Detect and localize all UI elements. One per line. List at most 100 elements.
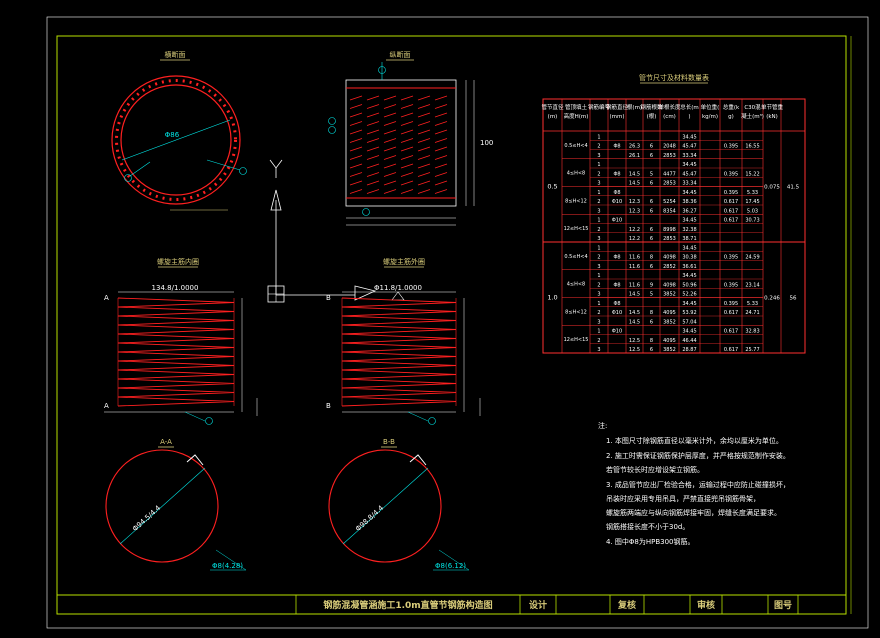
long-hatch-stroke [434,95,448,101]
section-b-title: B-B [383,438,395,446]
table-cell: 2852 [663,264,676,270]
long-hatch-stroke [417,121,431,126]
table-cell: 16.55 [745,144,759,150]
long-hatch-stroke [400,155,414,160]
note-line-6: 钢筋搭接长度不小于30d。 [606,522,689,531]
table-cell: 12.2 [629,236,640,242]
long-hatch-stroke [349,121,363,126]
long-hatch-stroke [383,129,397,135]
long-hatch-stroke [383,146,397,152]
spiral-line [341,297,457,407]
table-header-cell: 单位重( [701,103,720,111]
table-cell: Φ10 [612,199,622,205]
table-height-cell: 4≤H<8 [567,171,586,177]
table-cell: 38.71 [682,236,696,242]
table-dia-cell: 0.5 [547,183,557,191]
table-cell: 2048 [663,144,676,150]
long-hatch-stroke [366,155,380,160]
long-hatch-stroke [383,155,397,160]
table-header-cell: 钢筋根数 [640,103,663,111]
table-cell: 6 [650,208,653,214]
long-hatch-stroke [349,163,363,169]
long-hatch-stroke [400,172,414,177]
table-cell: 17.45 [745,199,759,205]
table-weight-cell: 41.5 [787,185,800,191]
table-cell: 5.33 [747,190,758,196]
inner-spiral-title: 螺旋主筋内圈 [157,257,199,266]
table-cell: Φ10 [612,310,622,316]
cross-dia-label: Φ86 [165,131,180,139]
table-cell: 1 [597,301,600,307]
table-cell: 14.5 [629,181,640,187]
table-header-cell: 单节管重 [761,103,784,111]
table-cell: 33.34 [682,181,696,187]
table-height-cell: 0.5≤H<4 [564,143,587,149]
long-section-title: 纵断面 [390,50,411,59]
outer-border [46,16,869,629]
table-cell: 9 [650,282,653,288]
long-hatch-stroke [383,95,397,101]
long-hatch-stroke [349,138,363,143]
title-block: 钢筋混凝管涵施工1.0m直管节钢筋构造图 设计 复核 审核 图号 [57,594,846,614]
table-cell: 28.87 [682,347,696,353]
long-hatch-stroke [349,155,363,160]
table-height-cell: 8≤H<12 [565,309,587,315]
long-hatch-stroke [349,189,363,194]
table-cell: 34.45 [682,245,696,251]
table-cell: 3 [597,292,600,298]
section-a-title: A-A [160,438,172,446]
table-weight-cell: 56 [790,296,797,302]
table-header-cell: (m) [548,114,558,120]
section-a-bar-label: Φ8(4.28) [212,562,243,570]
table-cell: 1 [597,162,600,168]
table-header-cell: 总重(k [723,103,740,111]
table-header-cell: ) [688,114,690,120]
table-cell: 5254 [663,199,676,205]
table-cell: 32.38 [682,227,696,233]
table-cell: 34.45 [682,218,696,224]
note-line-7: 4. 图中Φ8为HPB300钢筋。 [606,537,695,546]
table-cell: 3 [597,319,600,325]
table-cell: 1 [597,273,600,279]
table-cell: 6 [650,347,653,353]
table-header-cell: (cm) [663,114,676,120]
table-height-cell: 8≤H<12 [565,198,587,204]
notes-heading: 注: [598,421,607,430]
long-hatch-stroke [366,146,380,152]
table-cell: 0.395 [724,190,738,196]
table-cell: 6 [650,264,653,270]
table-text: 管节直径(m)管顶填土高度H(m)钢筋编号钢筋直径(mm)根(m)钢筋根数(根)… [541,103,799,353]
design-label: 设计 [529,599,547,611]
table-cell: 6 [650,181,653,187]
long-hatch-stroke [400,104,414,109]
table-cell: 30.38 [682,255,696,261]
inner-spiral-bars [117,297,235,407]
table-cell: Φ8 [613,282,620,288]
cross-bar-ring [115,79,237,201]
long-hatch-stroke [417,95,431,101]
table-cell: 34.45 [682,162,696,168]
table-cell: 11.6 [629,282,640,288]
table-cell: 15.22 [745,171,759,177]
long-hatch-stroke [383,121,397,126]
table-height-cell: 4≤H<8 [567,282,586,288]
table-grid [542,98,806,354]
table-cell: Φ8 [613,144,620,150]
note-line-4: 吊装时应采用专用吊具，严禁直接兜吊钢筋骨架， [606,494,760,503]
long-hatch-stroke [434,180,448,186]
table-cell: 4098 [663,255,676,261]
table-cell: 1 [597,329,600,335]
table-cell: 3 [597,208,600,214]
table-cell: 0.395 [724,282,738,288]
long-hatch-stroke [349,146,363,152]
inner-spiral-view: 螺旋主筋内圈 134.8/1.0000 A A [104,257,258,425]
table-cell: 1 [597,134,600,140]
table-title: 管节尺寸及材料数量表 [639,73,709,82]
long-hatch-stroke [383,104,397,109]
table-header-cell: 总长(m [680,103,699,111]
table-cell: 34.45 [682,134,696,140]
table-header-cell: (kN) [766,114,778,120]
long-hatch-stroke [417,189,431,194]
table-cell: 36.61 [682,264,696,270]
long-hatch-stroke [366,112,380,118]
